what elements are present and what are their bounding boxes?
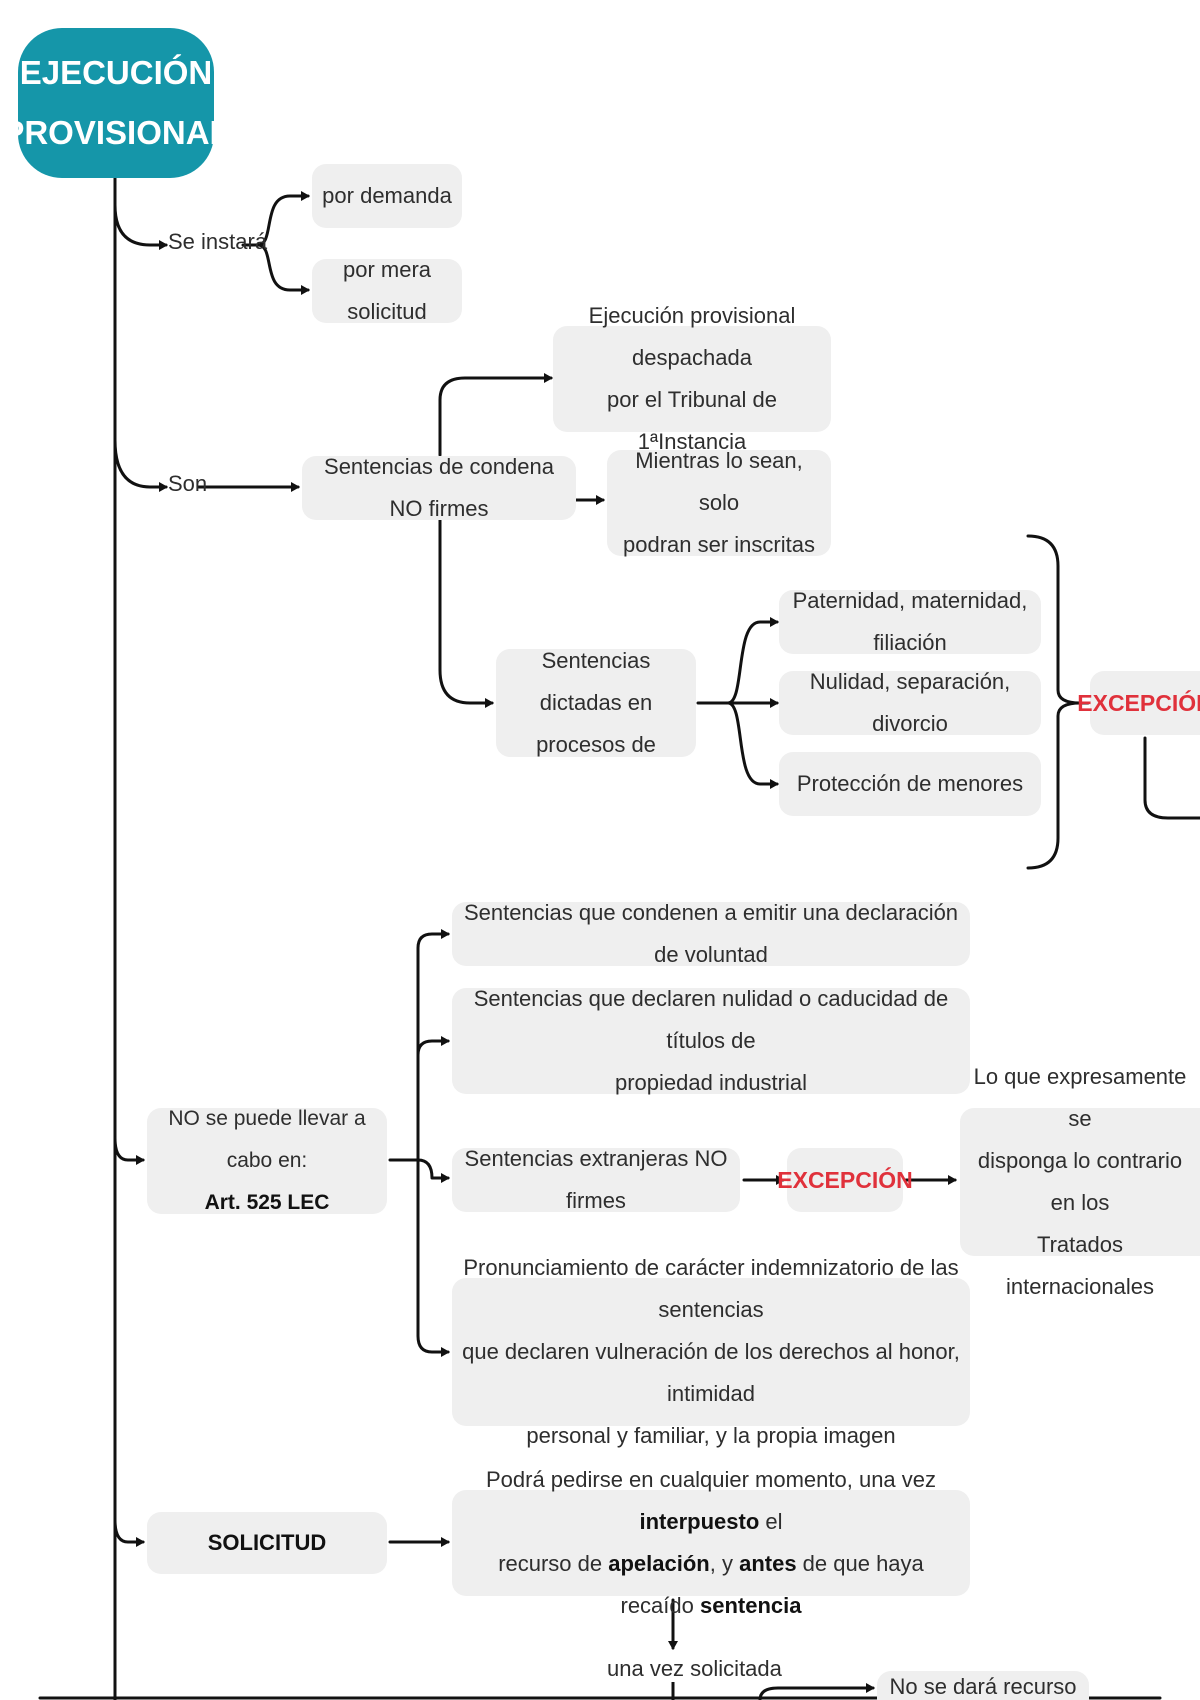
podra-apelacion: apelación <box>608 1551 710 1576</box>
podra-line2-c: , y <box>709 1551 740 1576</box>
node-sentencias-condena: Sentencias de condena NO firmes <box>302 454 576 521</box>
excepcion-badge-2: EXCEPCIÓN <box>777 1148 913 1212</box>
node-indemnizatorio: Pronunciamiento de carácter indemnizator… <box>452 1255 970 1448</box>
title-line1: EJECUCIÓN <box>19 54 213 91</box>
podra-line2-e: de que haya recaído <box>620 1551 924 1618</box>
tratados-line3: Tratados internacionales <box>1006 1232 1154 1299</box>
node-no-se-puede: NO se puede llevar a cabo en: Art. 525 L… <box>147 1107 387 1214</box>
node-despachada: Ejecución provisional despachada por el … <box>553 303 831 454</box>
mientras-line1: Mientras lo sean, solo <box>635 448 803 515</box>
indemnizatorio-line2: que declaren vulneración de los derechos… <box>462 1339 960 1406</box>
tratados-line1: Lo que expresamente se <box>973 1064 1187 1131</box>
podra-line1-c: el <box>759 1509 783 1534</box>
option-por-mera-solicitud: por mera solicitud <box>312 257 462 324</box>
node-nulidad: Nulidad, separación, divorcio <box>779 669 1041 736</box>
node-procesos: Sentencias dictadas en procesos de <box>496 648 696 757</box>
propiedad-line2: propiedad industrial <box>614 1070 808 1095</box>
node-solicitud: SOLICITUD <box>147 1512 387 1574</box>
node-declaracion-voluntad: Sentencias que condenen a emitir una dec… <box>452 900 970 967</box>
son-label: Son <box>168 471 208 496</box>
no-se-puede-line1: NO se puede llevar a cabo en: <box>168 1107 366 1172</box>
no-se-puede-line2: Art. 525 LEC <box>204 1191 330 1214</box>
podra-line1-a: Podrá pedirse en cualquier momento, una … <box>485 1467 937 1492</box>
despachada-line1: Ejecución provisional despachada <box>588 303 796 370</box>
title-node: EJECUCIÓN PROVISIONAL <box>2 28 230 178</box>
podra-line2-a: recurso de <box>498 1551 609 1576</box>
mientras-line2: podran ser inscritas <box>623 532 815 557</box>
una-vez-solicitada-label: una vez solicitada <box>603 1656 786 1682</box>
title-line2: PROVISIONAL <box>2 114 230 151</box>
despachada-line2: por el Tribunal de 1ªInstancia <box>607 387 777 454</box>
node-no-recurso: No se dará recurso alguno <box>877 1671 1089 1700</box>
propiedad-line1: Sentencias que declaren nulidad o caduci… <box>473 986 949 1053</box>
node-tratados: Lo que expresamente se disponga lo contr… <box>960 1064 1200 1299</box>
node-podra-pedirse: Podrá pedirse en cualquier momento, una … <box>452 1467 970 1618</box>
podra-line1: Podrá pedirse en cualquier momento, una … <box>460 1459 962 1543</box>
podra-interpuesto: interpuesto <box>639 1509 760 1534</box>
tratados-line2: disponga lo contrario en los <box>977 1148 1183 1215</box>
node-propiedad-industrial: Sentencias que declaren nulidad o caduci… <box>452 986 970 1095</box>
procesos-line2: procesos de <box>536 732 656 757</box>
option-por-demanda: por demanda <box>312 164 462 228</box>
excepcion-badge-1: EXCEPCIÓN <box>1077 671 1200 735</box>
indemnizatorio-line1: Pronunciamiento de carácter indemnizator… <box>463 1255 959 1322</box>
podra-antes: antes <box>739 1551 797 1576</box>
indemnizatorio-line3: personal y familiar, y la propia imagen <box>526 1423 896 1448</box>
node-mientras: Mientras lo sean, solo podran ser inscri… <box>607 448 831 557</box>
procesos-line1: Sentencias dictadas en <box>539 648 653 715</box>
node-paternidad: Paternidad, maternidad, filiación <box>779 588 1041 655</box>
podra-sentencia: sentencia <box>700 1593 802 1618</box>
node-extranjeras: Sentencias extranjeras NO firmes <box>452 1146 740 1213</box>
se-instara-label: Se instará <box>168 229 268 254</box>
podra-line2: recurso de apelación, y antes de que hay… <box>460 1543 962 1627</box>
node-proteccion: Protección de menores <box>779 752 1041 816</box>
